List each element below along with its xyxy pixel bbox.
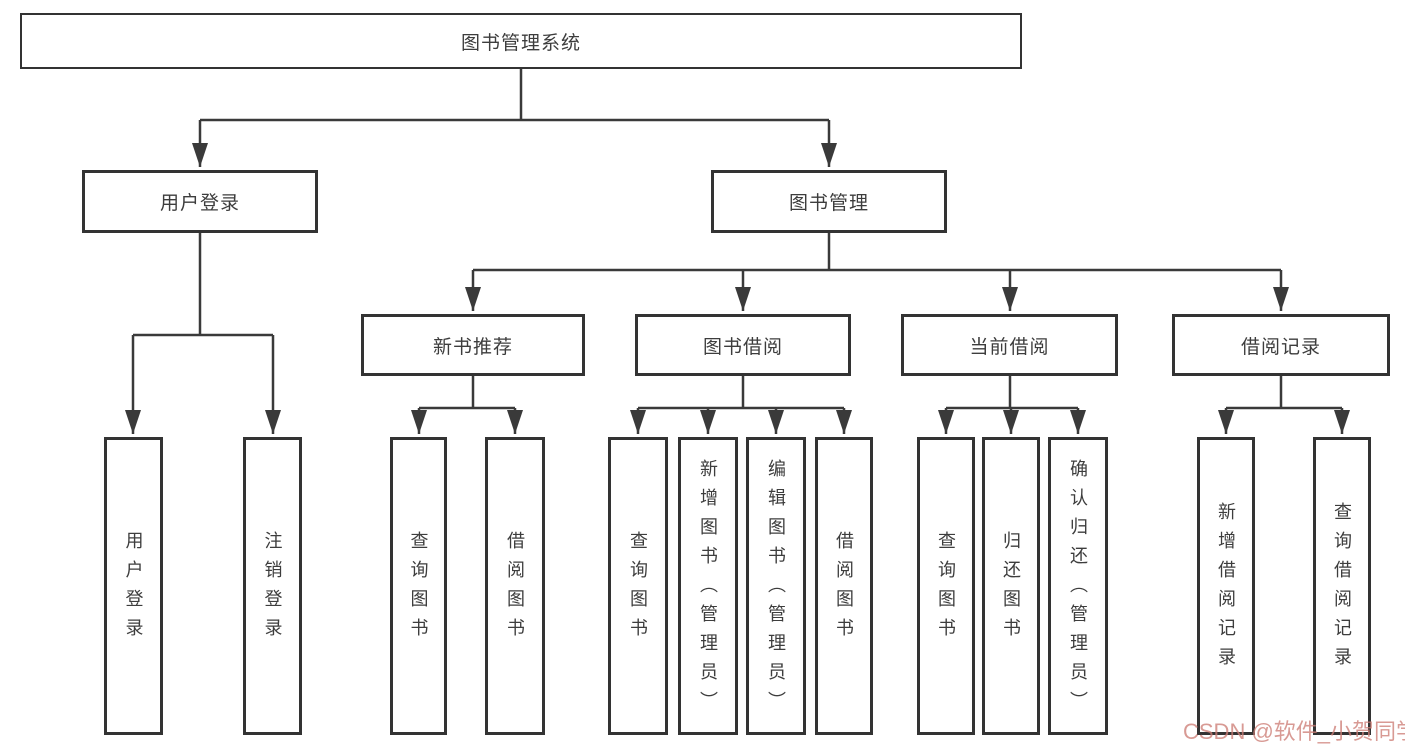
node-current-borrow: 当前借阅 — [901, 314, 1118, 376]
node-user-login: 用户登录 — [82, 170, 318, 233]
leaf-cb-return-books: 归还图书 — [982, 437, 1040, 735]
leaf-nb-borrow-books: 借阅图书 — [485, 437, 545, 735]
node-book-borrow: 图书借阅 — [635, 314, 851, 376]
node-library-system: 图书管理系统 — [20, 13, 1022, 69]
leaf-cb-confirm-return-admin: 确认归还（管理员） — [1048, 437, 1108, 735]
leaf-logout: 注销登录 — [243, 437, 302, 735]
leaf-br-add-record: 新增借阅记录 — [1197, 437, 1255, 735]
leaf-bb-edit-books-admin: 编辑图书（管理员） — [746, 437, 806, 735]
csdn-watermark: CSDN @软件_小贺同学 — [1183, 719, 1405, 744]
node-book-management: 图书管理 — [711, 170, 947, 233]
leaf-bb-query-books: 查询图书 — [608, 437, 668, 735]
node-new-book-recommend: 新书推荐 — [361, 314, 585, 376]
leaf-nb-query-books: 查询图书 — [390, 437, 447, 735]
leaf-bb-borrow-books: 借阅图书 — [815, 437, 873, 735]
leaf-user-login: 用户登录 — [104, 437, 163, 735]
leaf-cb-query-books: 查询图书 — [917, 437, 975, 735]
leaf-br-query-record: 查询借阅记录 — [1313, 437, 1371, 735]
leaf-bb-add-books-admin: 新增图书（管理员） — [678, 437, 738, 735]
node-borrow-records: 借阅记录 — [1172, 314, 1390, 376]
